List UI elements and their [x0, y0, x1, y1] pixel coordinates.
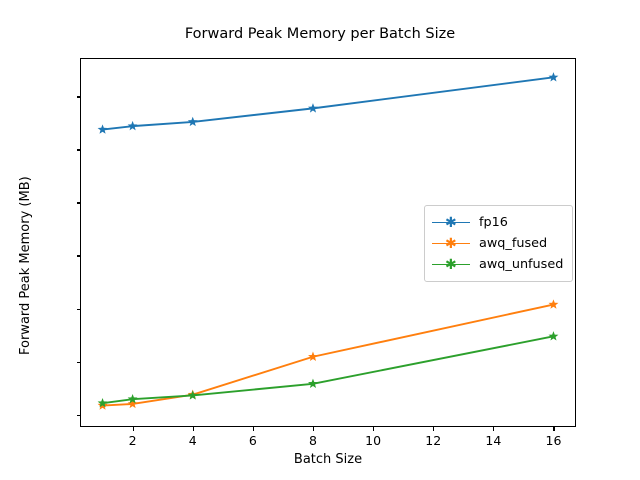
x-tick-label: 6 [248, 433, 257, 448]
y-tick-mark [76, 96, 81, 98]
x-tick-mark [493, 427, 495, 431]
series-line [102, 303, 554, 407]
series-fp16 [97, 72, 559, 134]
y-axis-label: Forward Peak Memory (MB) [18, 176, 33, 355]
legend-line-icon [432, 263, 470, 266]
axes-frame [80, 58, 576, 427]
y-tick-mark [76, 361, 81, 363]
y-tick-mark [76, 255, 81, 257]
star-marker-icon: ✱ [445, 256, 457, 273]
legend-item[interactable]: ✱ fp16 [432, 212, 563, 233]
star-marker-icon: ✱ [445, 235, 457, 252]
y-tick-mark [76, 202, 81, 204]
star-marker-icon [548, 299, 559, 309]
x-tick-label: 4 [188, 433, 197, 448]
star-marker-icon [127, 398, 138, 409]
series-awq_fused [97, 299, 559, 410]
legend[interactable]: ✱ fp16 ✱ awq_fused ✱ awq_unfused [424, 205, 574, 282]
legend-line-icon [432, 242, 470, 245]
star-marker-icon [127, 393, 138, 404]
legend-label: fp16 [479, 215, 508, 230]
star-marker-icon [548, 72, 559, 82]
legend-line-icon [432, 221, 470, 224]
series-line [102, 335, 554, 405]
star-marker-icon [187, 116, 198, 127]
x-tick-label: 16 [545, 433, 562, 448]
star-marker-icon [308, 351, 318, 361]
x-tick-label: 12 [425, 433, 442, 448]
star-marker-icon [97, 124, 108, 134]
plot-area [80, 58, 576, 427]
series-awq_unfused [97, 331, 559, 408]
y-tick-mark [76, 308, 81, 310]
legend-item[interactable]: ✱ awq_unfused [432, 254, 563, 275]
x-tick-mark [192, 427, 194, 431]
x-tick-mark [312, 427, 315, 431]
x-tick-mark [553, 427, 555, 431]
legend-label: awq_unfused [479, 257, 564, 272]
legend-swatch-fp16: ✱ [432, 216, 470, 230]
x-axis-label: Batch Size [293, 452, 363, 467]
legend-swatch-awq-unfused: ✱ [432, 258, 470, 272]
star-marker-icon [127, 120, 138, 131]
x-tick-mark [252, 427, 254, 431]
x-tick-label: 14 [485, 433, 502, 448]
y-tick-mark [76, 149, 81, 151]
x-tick-mark [132, 427, 134, 431]
x-tick-label: 10 [365, 433, 382, 448]
star-marker-icon: ✱ [445, 214, 457, 231]
legend-label: awq_fused [479, 236, 548, 251]
x-tick-label: 2 [128, 433, 137, 448]
x-tick-label: 8 [308, 433, 317, 448]
x-tick-mark [433, 427, 435, 431]
series-layer [97, 72, 559, 410]
star-marker-icon [308, 378, 318, 388]
x-tick-mark [373, 427, 375, 431]
y-tick-mark [76, 414, 81, 416]
legend-swatch-awq-fused: ✱ [432, 237, 470, 251]
legend-item[interactable]: ✱ awq_fused [432, 233, 563, 254]
star-marker-icon [187, 390, 198, 400]
star-marker-icon [308, 103, 318, 113]
page-title: Forward Peak Memory per Batch Size [184, 26, 456, 42]
star-marker-icon [548, 331, 559, 341]
star-marker-icon [97, 397, 108, 408]
series-line [102, 76, 554, 131]
